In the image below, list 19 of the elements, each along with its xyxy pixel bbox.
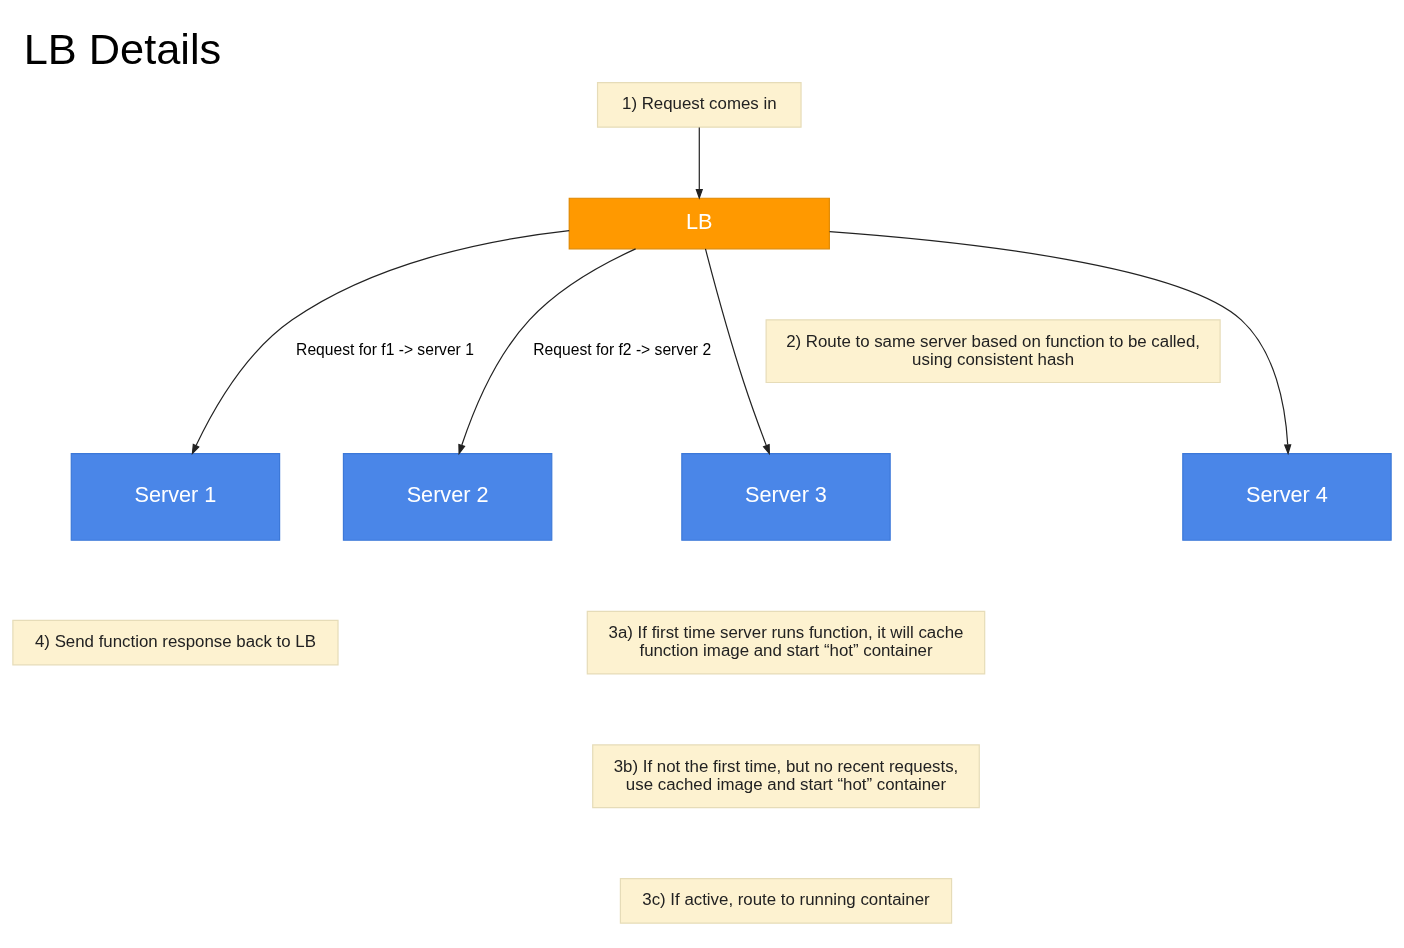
node-box: 3a) If first time server runs function, it will cache function image and start “hot” container <box>586 610 986 675</box>
arrow <box>829 231 1292 456</box>
node-box: Server 2 <box>342 452 553 541</box>
node-box: 3c) If active, route to running container <box>619 878 953 924</box>
node-box: 4) Send function response back to LB <box>12 619 339 666</box>
arrow <box>704 248 770 456</box>
arrow <box>458 248 637 456</box>
edge-label: Request for f2 -> server 2 <box>533 341 712 359</box>
diagram-title: LB Details <box>23 25 222 74</box>
node-box: Server 4 <box>1182 452 1392 541</box>
node-box: Server 3 <box>681 452 891 541</box>
edge-label: Request for f1 -> server 1 <box>296 341 474 359</box>
node-box: 3b) If not the first time, but no recent requests, use cached image and start “hot” container <box>592 744 980 809</box>
node-box: Server 1 <box>70 452 281 541</box>
node-box: LB <box>568 197 830 250</box>
arrow <box>695 126 704 200</box>
node-box: 1) Request comes in <box>596 82 802 128</box>
node-box: 2) Route to same server based on function to be called, using consistent hash <box>765 319 1221 384</box>
arrow <box>191 230 570 456</box>
